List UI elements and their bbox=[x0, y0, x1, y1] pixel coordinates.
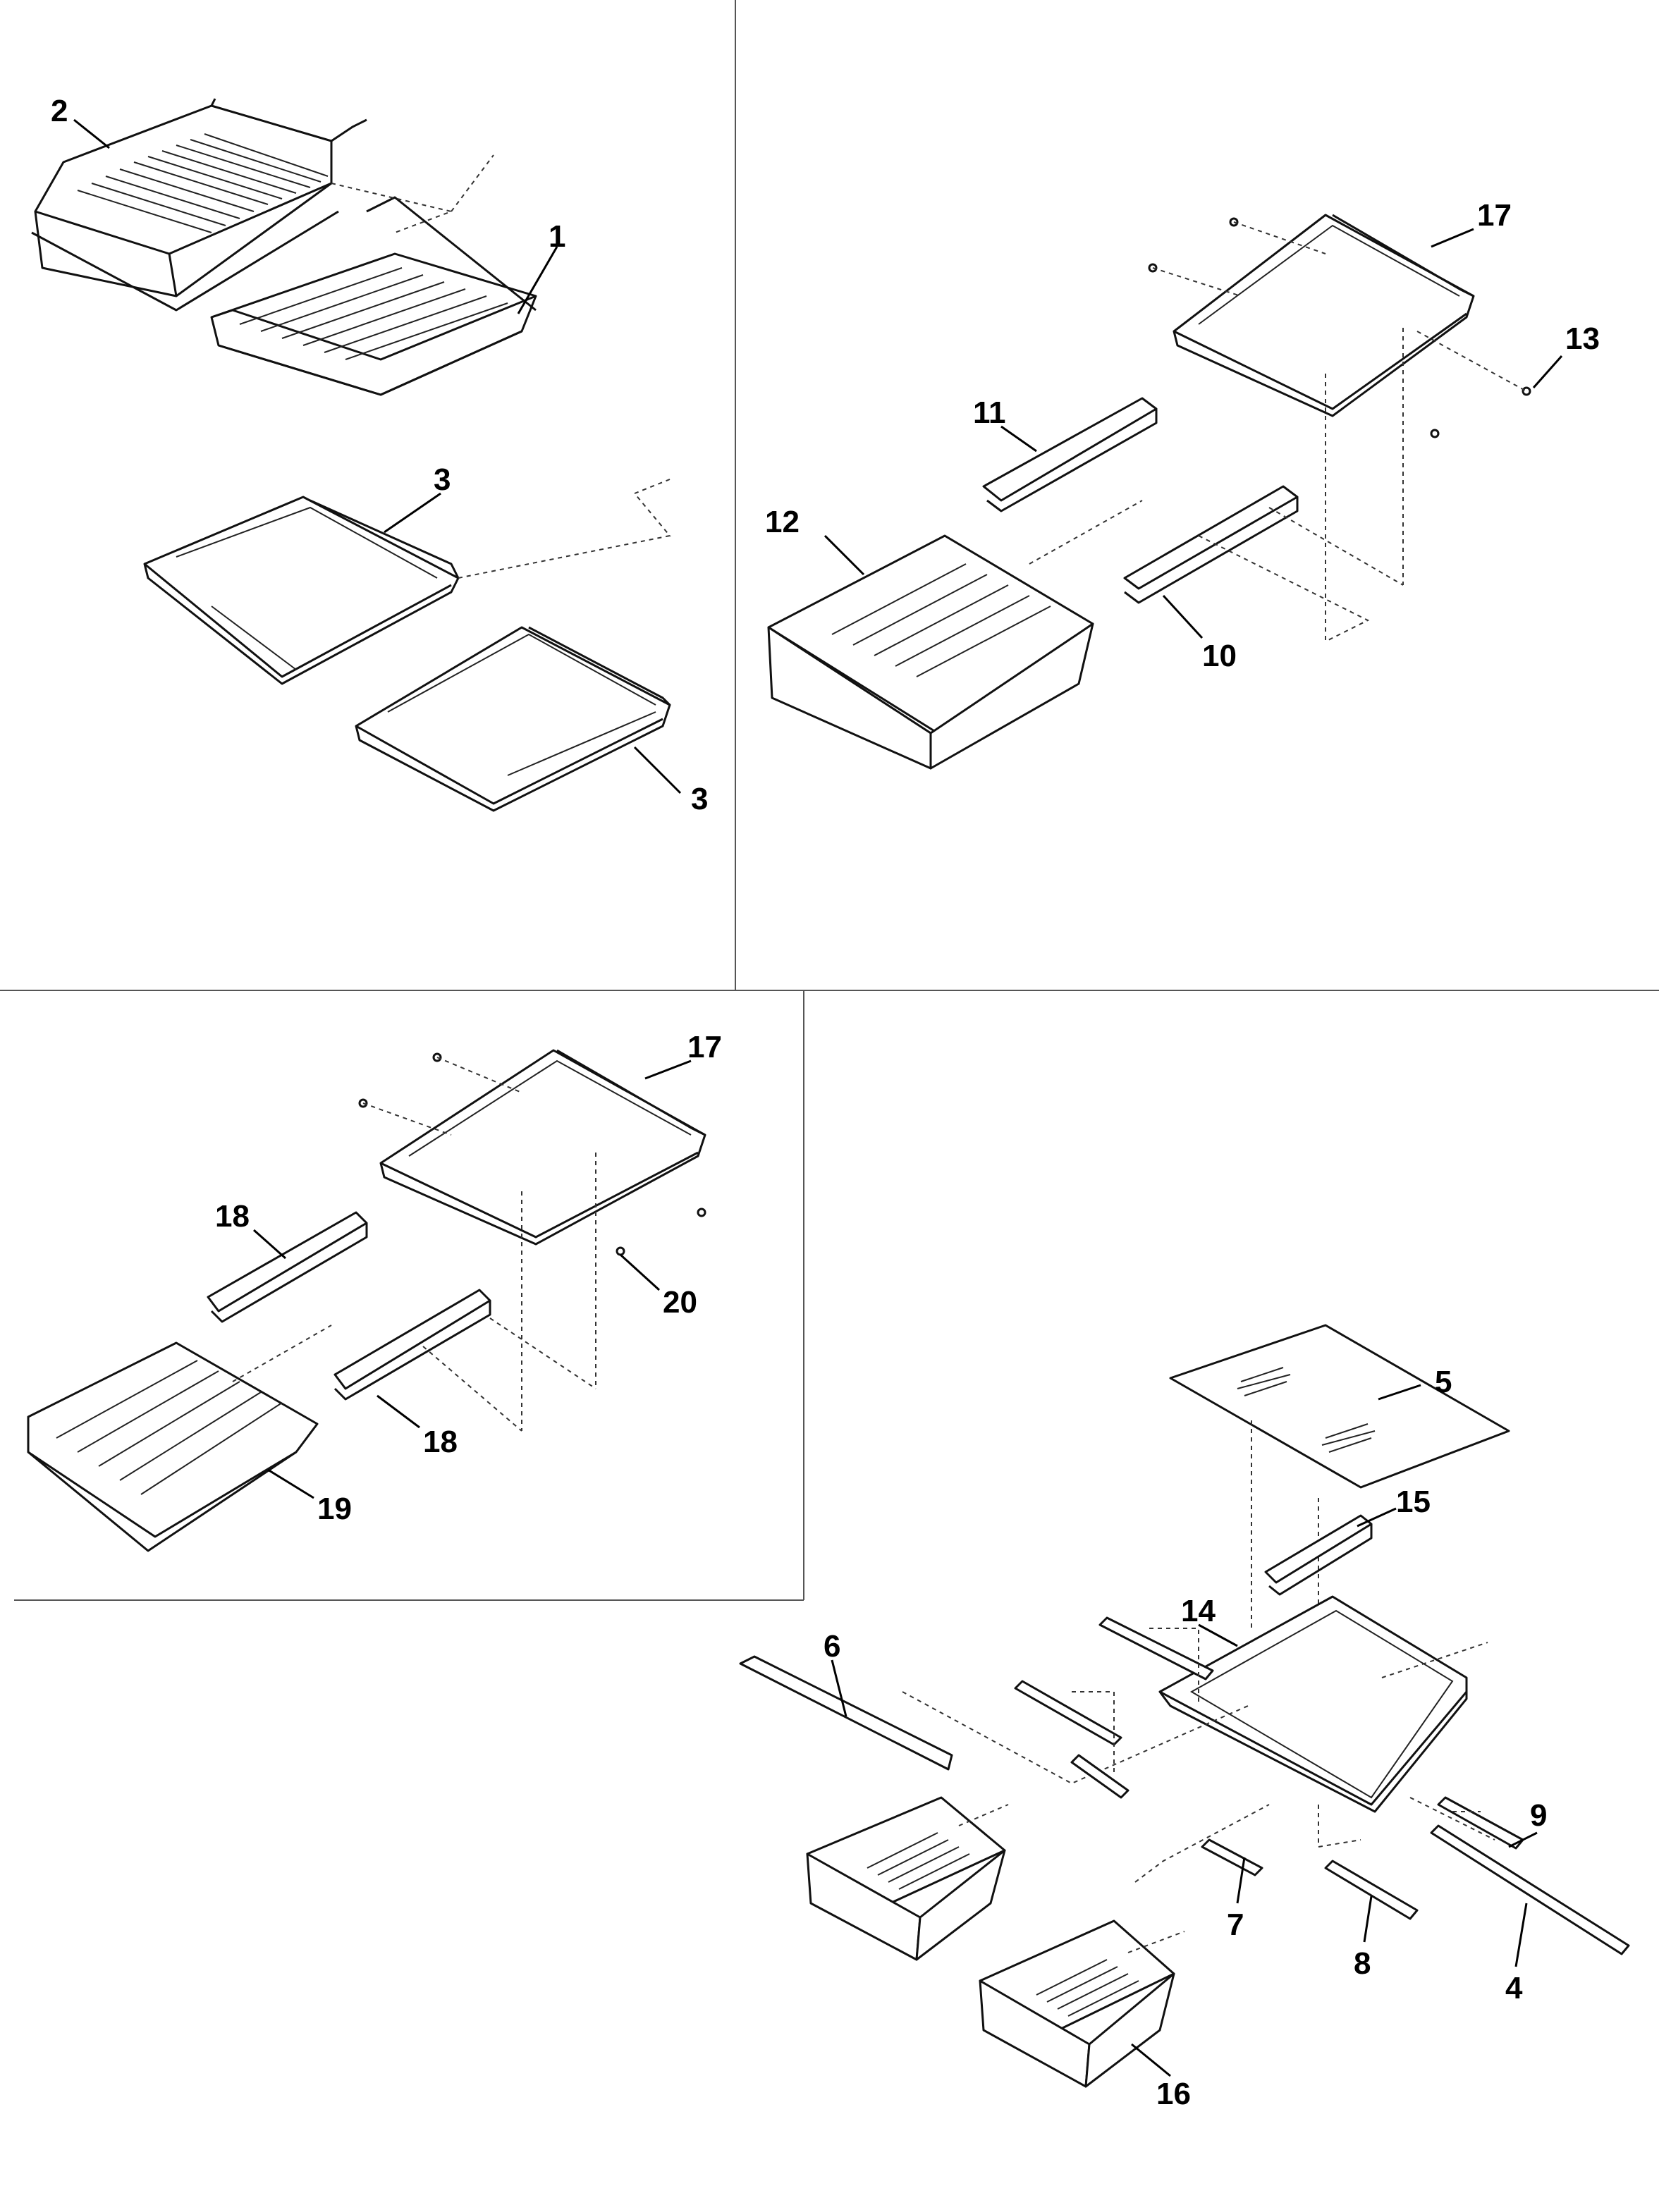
callout-11: 11 bbox=[973, 395, 1006, 430]
callout-20: 20 bbox=[663, 1285, 697, 1320]
callout-6: 6 bbox=[824, 1629, 840, 1664]
part-4-long-rail bbox=[1409, 1797, 1630, 1955]
leader-lines bbox=[73, 118, 1563, 2077]
part-18-rail-lower bbox=[333, 1289, 596, 1432]
part-15-rail bbox=[1264, 1514, 1373, 1596]
callout-9: 9 bbox=[1530, 1798, 1547, 1833]
part-18-rail-upper bbox=[207, 1211, 368, 1323]
callout-19: 19 bbox=[317, 1492, 352, 1526]
callout-8: 8 bbox=[1354, 1946, 1371, 1981]
part-crisper-bin-upper bbox=[806, 1796, 1009, 1961]
part-rail-rear bbox=[1098, 1616, 1214, 1706]
part-14-frame bbox=[1158, 1595, 1488, 1813]
callout-18: 18 bbox=[215, 1199, 250, 1234]
part-17-shelf-lower bbox=[358, 1049, 706, 1431]
callout-18: 18 bbox=[423, 1425, 458, 1459]
callout-4: 4 bbox=[1505, 1971, 1523, 2005]
callout-7: 7 bbox=[1227, 1907, 1244, 1942]
panel-bottom-right bbox=[739, 1324, 1630, 2088]
panel-borders bbox=[0, 0, 1659, 1601]
part-1-wire-shelf bbox=[210, 154, 537, 396]
part-11-rail bbox=[982, 397, 1158, 512]
part-2-crisper-tray bbox=[31, 98, 367, 312]
callout-15: 15 bbox=[1396, 1485, 1431, 1519]
part-clip-left bbox=[1070, 1754, 1130, 1799]
callout-5: 5 bbox=[1435, 1365, 1452, 1399]
panel-middle-left bbox=[27, 1049, 706, 1552]
part-3-shelf-lower bbox=[355, 626, 671, 812]
part-16-crisper-bin bbox=[979, 1919, 1185, 2088]
callout-1: 1 bbox=[549, 219, 565, 254]
callout-13: 13 bbox=[1565, 321, 1600, 356]
callout-16: 16 bbox=[1156, 2077, 1191, 2111]
part-7-clip bbox=[1134, 1804, 1270, 1883]
part-3-shelf-upper bbox=[143, 479, 671, 685]
callout-17: 17 bbox=[687, 1030, 722, 1064]
panel-top-right bbox=[767, 214, 1531, 770]
part-10-rail bbox=[1123, 485, 1404, 642]
callout-14: 14 bbox=[1181, 1594, 1216, 1628]
part-12-drawer bbox=[767, 500, 1143, 770]
callout-17: 17 bbox=[1477, 198, 1512, 233]
part-5-glass-shelf bbox=[1169, 1324, 1510, 1664]
callout-12: 12 bbox=[765, 505, 800, 539]
callout-3: 3 bbox=[691, 782, 708, 816]
callout-3: 3 bbox=[434, 462, 451, 497]
part-19-wire-basket bbox=[27, 1325, 332, 1552]
callout-10: 10 bbox=[1202, 639, 1237, 673]
callout-labels: 2 1 3 3 17 13 11 12 10 17 18 20 18 19 5 … bbox=[51, 94, 1600, 2111]
panel-top-left bbox=[31, 98, 671, 812]
part-8-rail bbox=[1318, 1805, 1419, 1920]
callout-2: 2 bbox=[51, 94, 68, 128]
part-17-shelf bbox=[1148, 214, 1531, 641]
part-6-cover bbox=[739, 1655, 1249, 1785]
part-rail-left bbox=[1014, 1680, 1122, 1776]
